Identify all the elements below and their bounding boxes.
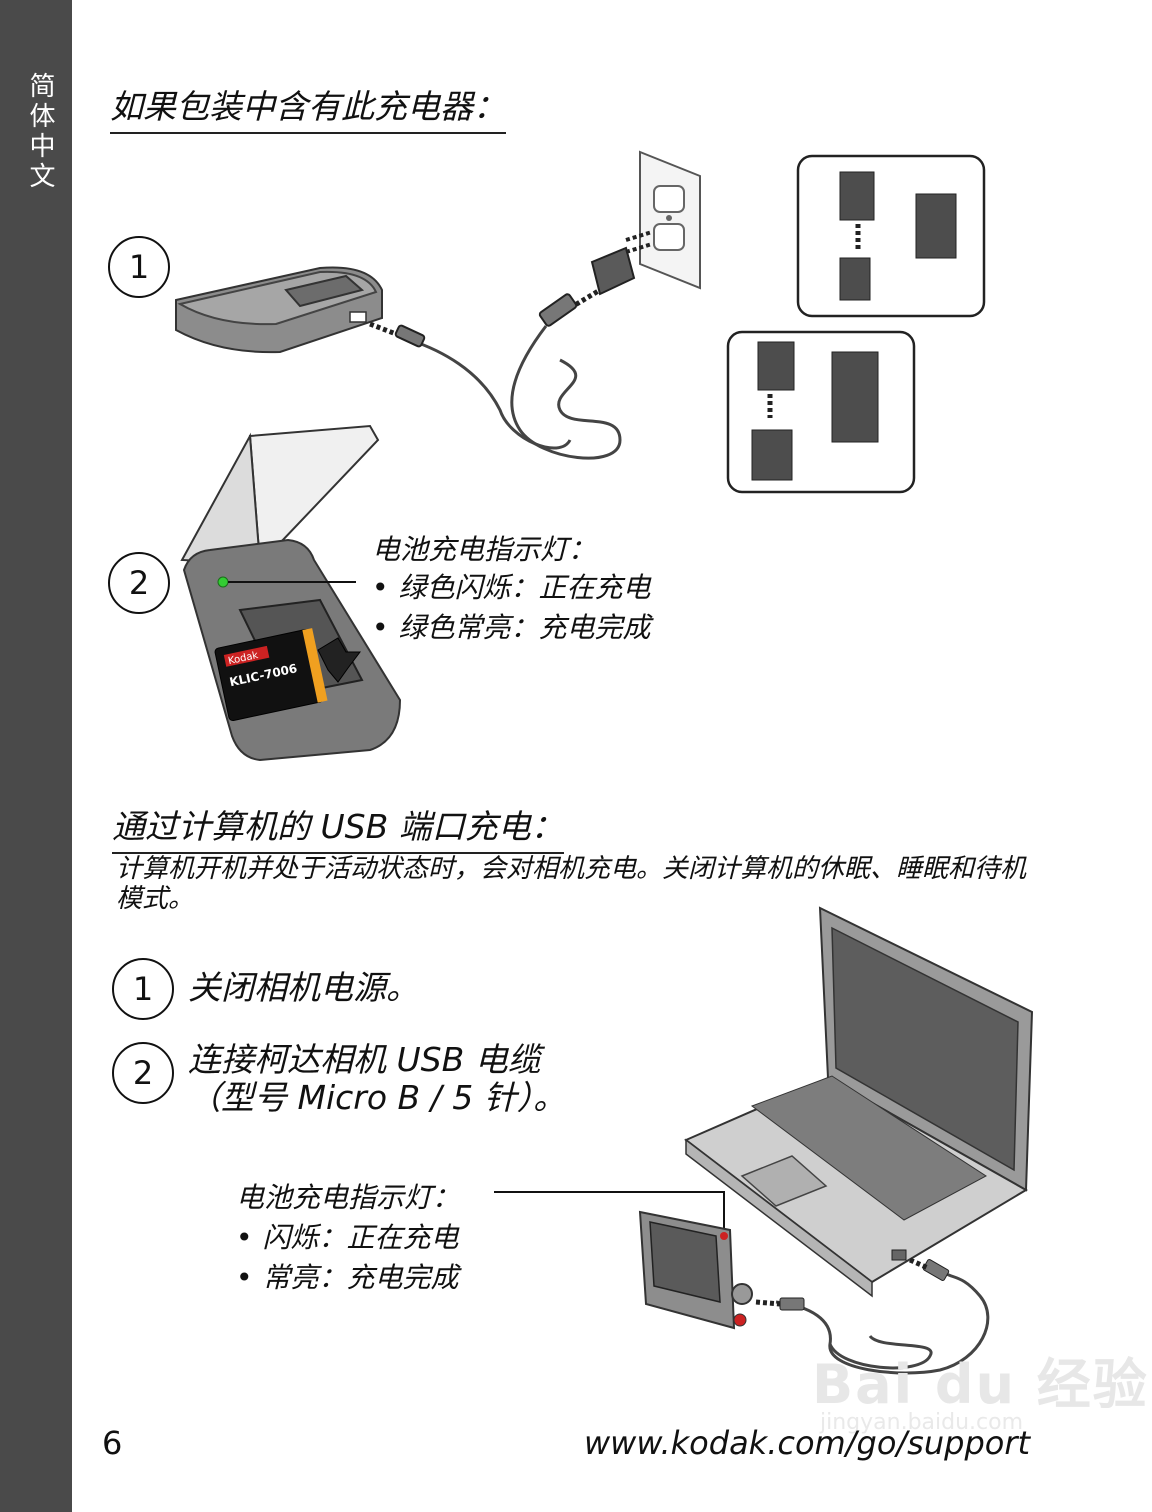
section2-heading: 通过计算机的 USB 端口充电：: [112, 800, 564, 854]
charging-cable: [510, 325, 622, 460]
usb-step2-number-circle: 2: [112, 1042, 174, 1104]
laptop-icon: [684, 906, 1034, 1298]
usb-cable: [775, 1268, 990, 1375]
page-number: 6: [102, 1424, 123, 1462]
step2-number-circle: 2: [108, 552, 170, 614]
watermark-site: jingyan.baidu.com: [820, 1410, 1024, 1435]
bullet-icon: •: [372, 611, 389, 644]
bullet-icon: •: [236, 1221, 253, 1254]
language-label: 简体中文: [25, 72, 55, 192]
usb-step1-number-circle: 1: [112, 958, 174, 1020]
usb-step2-text-line1: 连接柯达相机 USB 电缆: [188, 1040, 541, 1079]
charger-illustration: Kodak KLIC-7006: [175, 150, 986, 762]
support-url-link[interactable]: www.kodak.com/go/support: [584, 1424, 1031, 1462]
usb-step1-text: 关闭相机电源。: [188, 968, 419, 1007]
section2-indicator-item: •闪烁：正在充电: [236, 1221, 459, 1254]
section1-heading: 如果包装中含有此充电器：: [110, 80, 506, 134]
charger-dock-icon: [175, 266, 383, 354]
section1-indicator-item: •绿色常亮：充电完成: [372, 611, 651, 644]
usb-step2-text-line2: （型号 Micro B / 5 针）。: [188, 1078, 567, 1117]
section2-paragraph: 计算机开机并处于活动状态时，会对相机充电。关闭计算机的休眠、睡眠和待机模式。: [116, 854, 1027, 914]
section2-indicator-title: 电池充电指示灯：: [236, 1181, 461, 1214]
section1-indicator-title: 电池充电指示灯：: [372, 533, 597, 566]
wall-outlet-icon: [639, 150, 701, 290]
open-charger-with-battery-icon: Kodak KLIC-7006: [180, 424, 402, 762]
plug-adapter-us-box: [726, 330, 916, 494]
step1-number-circle: 1: [108, 236, 170, 298]
section1-indicator-item: •绿色闪烁：正在充电: [372, 571, 651, 604]
side-language-tab: 简体中文: [0, 0, 72, 1512]
wall-charger-icon: [568, 230, 653, 311]
led-indicator: [217, 576, 229, 588]
bullet-icon: •: [236, 1261, 253, 1294]
watermark-logo: Bai du 经验: [812, 1353, 1149, 1416]
laptop-camera-illustration: [494, 906, 1034, 1375]
camera-icon: [638, 1210, 753, 1330]
plug-adapter-eu-box: [796, 154, 986, 318]
section2-indicator-item: •常亮：充电完成: [236, 1261, 459, 1294]
bullet-icon: •: [372, 571, 389, 604]
